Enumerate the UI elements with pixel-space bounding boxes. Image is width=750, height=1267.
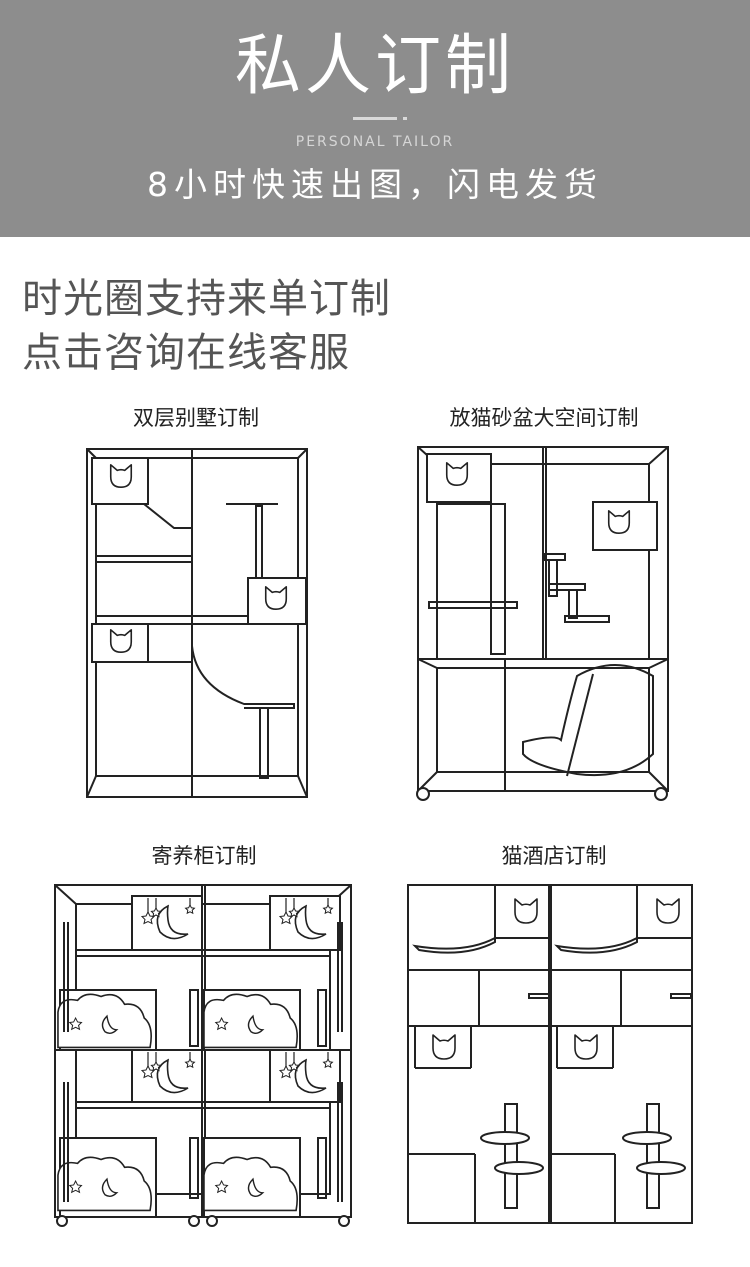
banner-divider-dot (403, 117, 407, 120)
product-caption-litter-box: 放猫砂盆大空间订制 (449, 406, 639, 430)
banner-title: 私人订制 (235, 27, 515, 104)
product-caption-hotel: 猫酒店订制 (501, 844, 607, 868)
boarding-cabinet-drawing (52, 882, 356, 1228)
header-banner: 私人订制 PERSONAL TAILOR 8小时快速出图，闪电发货 (0, 0, 750, 237)
intro-line-2: 点击咨询在线客服 (22, 330, 350, 376)
intro-text: 时光圈支持来单订制 点击咨询在线客服 (22, 272, 391, 380)
product-caption-villa: 双层别墅订制 (133, 406, 259, 430)
intro-line-1: 时光圈支持来单订制 (22, 276, 391, 322)
banner-subtitle: PERSONAL TAILOR (295, 134, 455, 150)
product-caption-boarding: 寄养柜订制 (151, 844, 257, 868)
villa-cabinet-drawing (84, 446, 310, 802)
banner-tagline: 8小时快速出图，闪电发货 (147, 165, 603, 204)
cat-hotel-cabinet-drawing (405, 882, 695, 1228)
banner-divider (353, 117, 397, 120)
litter-box-cabinet-drawing (415, 444, 673, 804)
